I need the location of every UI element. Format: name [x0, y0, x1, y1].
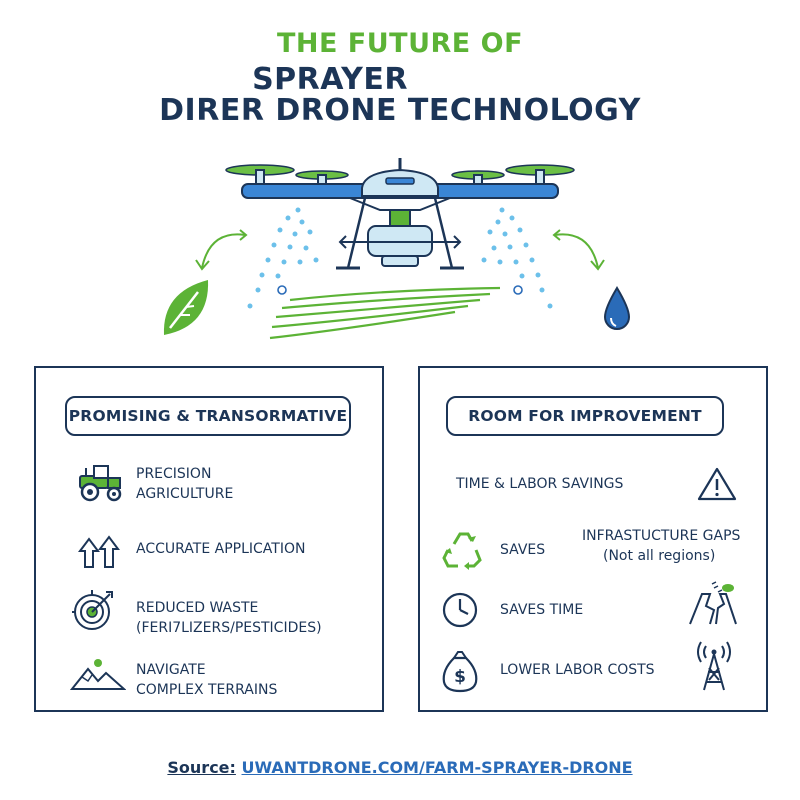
spray-right	[481, 207, 553, 309]
right-item-2-line1: SAVES	[500, 542, 546, 558]
source-line: Source: UWANTDRONE.COM/FARM-SPRAYER-DRON…	[0, 758, 800, 777]
leaf-icon	[163, 280, 209, 335]
signal-tower-icon	[697, 641, 731, 691]
left-panel-header: PROMISING & TRANSORMATIVE	[65, 396, 351, 436]
spray-left	[247, 207, 319, 309]
infrastructure-gaps-line1: INFRASTUCTURE GAPS	[582, 528, 741, 544]
recycle-icon	[442, 532, 482, 570]
broken-road-icon	[689, 581, 737, 625]
drone-body	[225, 158, 575, 270]
curved-arrow-right-icon	[552, 229, 605, 271]
source-link[interactable]: UWANTDRONE.COM/FARM-SPRAYER-DRONE	[241, 758, 633, 777]
left-item-1-line1: PRECISION	[136, 466, 212, 482]
right-item-3-line1: SAVES TIME	[500, 602, 584, 618]
clock-icon	[442, 592, 478, 628]
svg-text:$: $	[454, 667, 466, 687]
left-item-4-line2: COMPLEX TERRAINS	[136, 682, 278, 698]
drone-illustration	[163, 158, 631, 340]
left-item-3-line1: REDUCED WASTE	[136, 600, 259, 616]
field-rows	[269, 286, 501, 340]
title-line-3: DIRER DRONE TECHNOLOGY	[159, 93, 641, 128]
mountains-icon	[70, 659, 126, 690]
title-line-2: SPRAYER	[252, 62, 408, 97]
water-drop-icon	[603, 286, 631, 330]
tractor-icon	[79, 465, 122, 502]
right-panel-header: ROOM FOR IMPROVEMENT	[446, 396, 724, 436]
right-item-4-line1: LOWER LABOR COSTS	[500, 662, 655, 678]
curved-arrow-left-icon	[195, 229, 248, 271]
left-item-3-line2: (FERI7LIZERS/PESTICIDES)	[136, 620, 322, 636]
left-item-2-line1: ACCURATE APPLICATION	[136, 541, 306, 557]
title-line-1: THE FUTURE OF	[276, 28, 524, 59]
left-item-1-line2: AGRICULTURE	[136, 486, 234, 502]
warning-icon	[697, 467, 737, 501]
right-item-1-line1: TIME & LABOR SAVINGS	[456, 476, 624, 492]
up-arrows-icon	[78, 535, 120, 568]
source-label: Source:	[167, 758, 236, 777]
target-icon	[72, 590, 113, 630]
money-bag-icon: $	[442, 651, 478, 693]
infrastructure-gaps-line2: (Not all regions)	[603, 548, 716, 564]
left-item-4-line1: NAVIGATE	[136, 662, 206, 678]
